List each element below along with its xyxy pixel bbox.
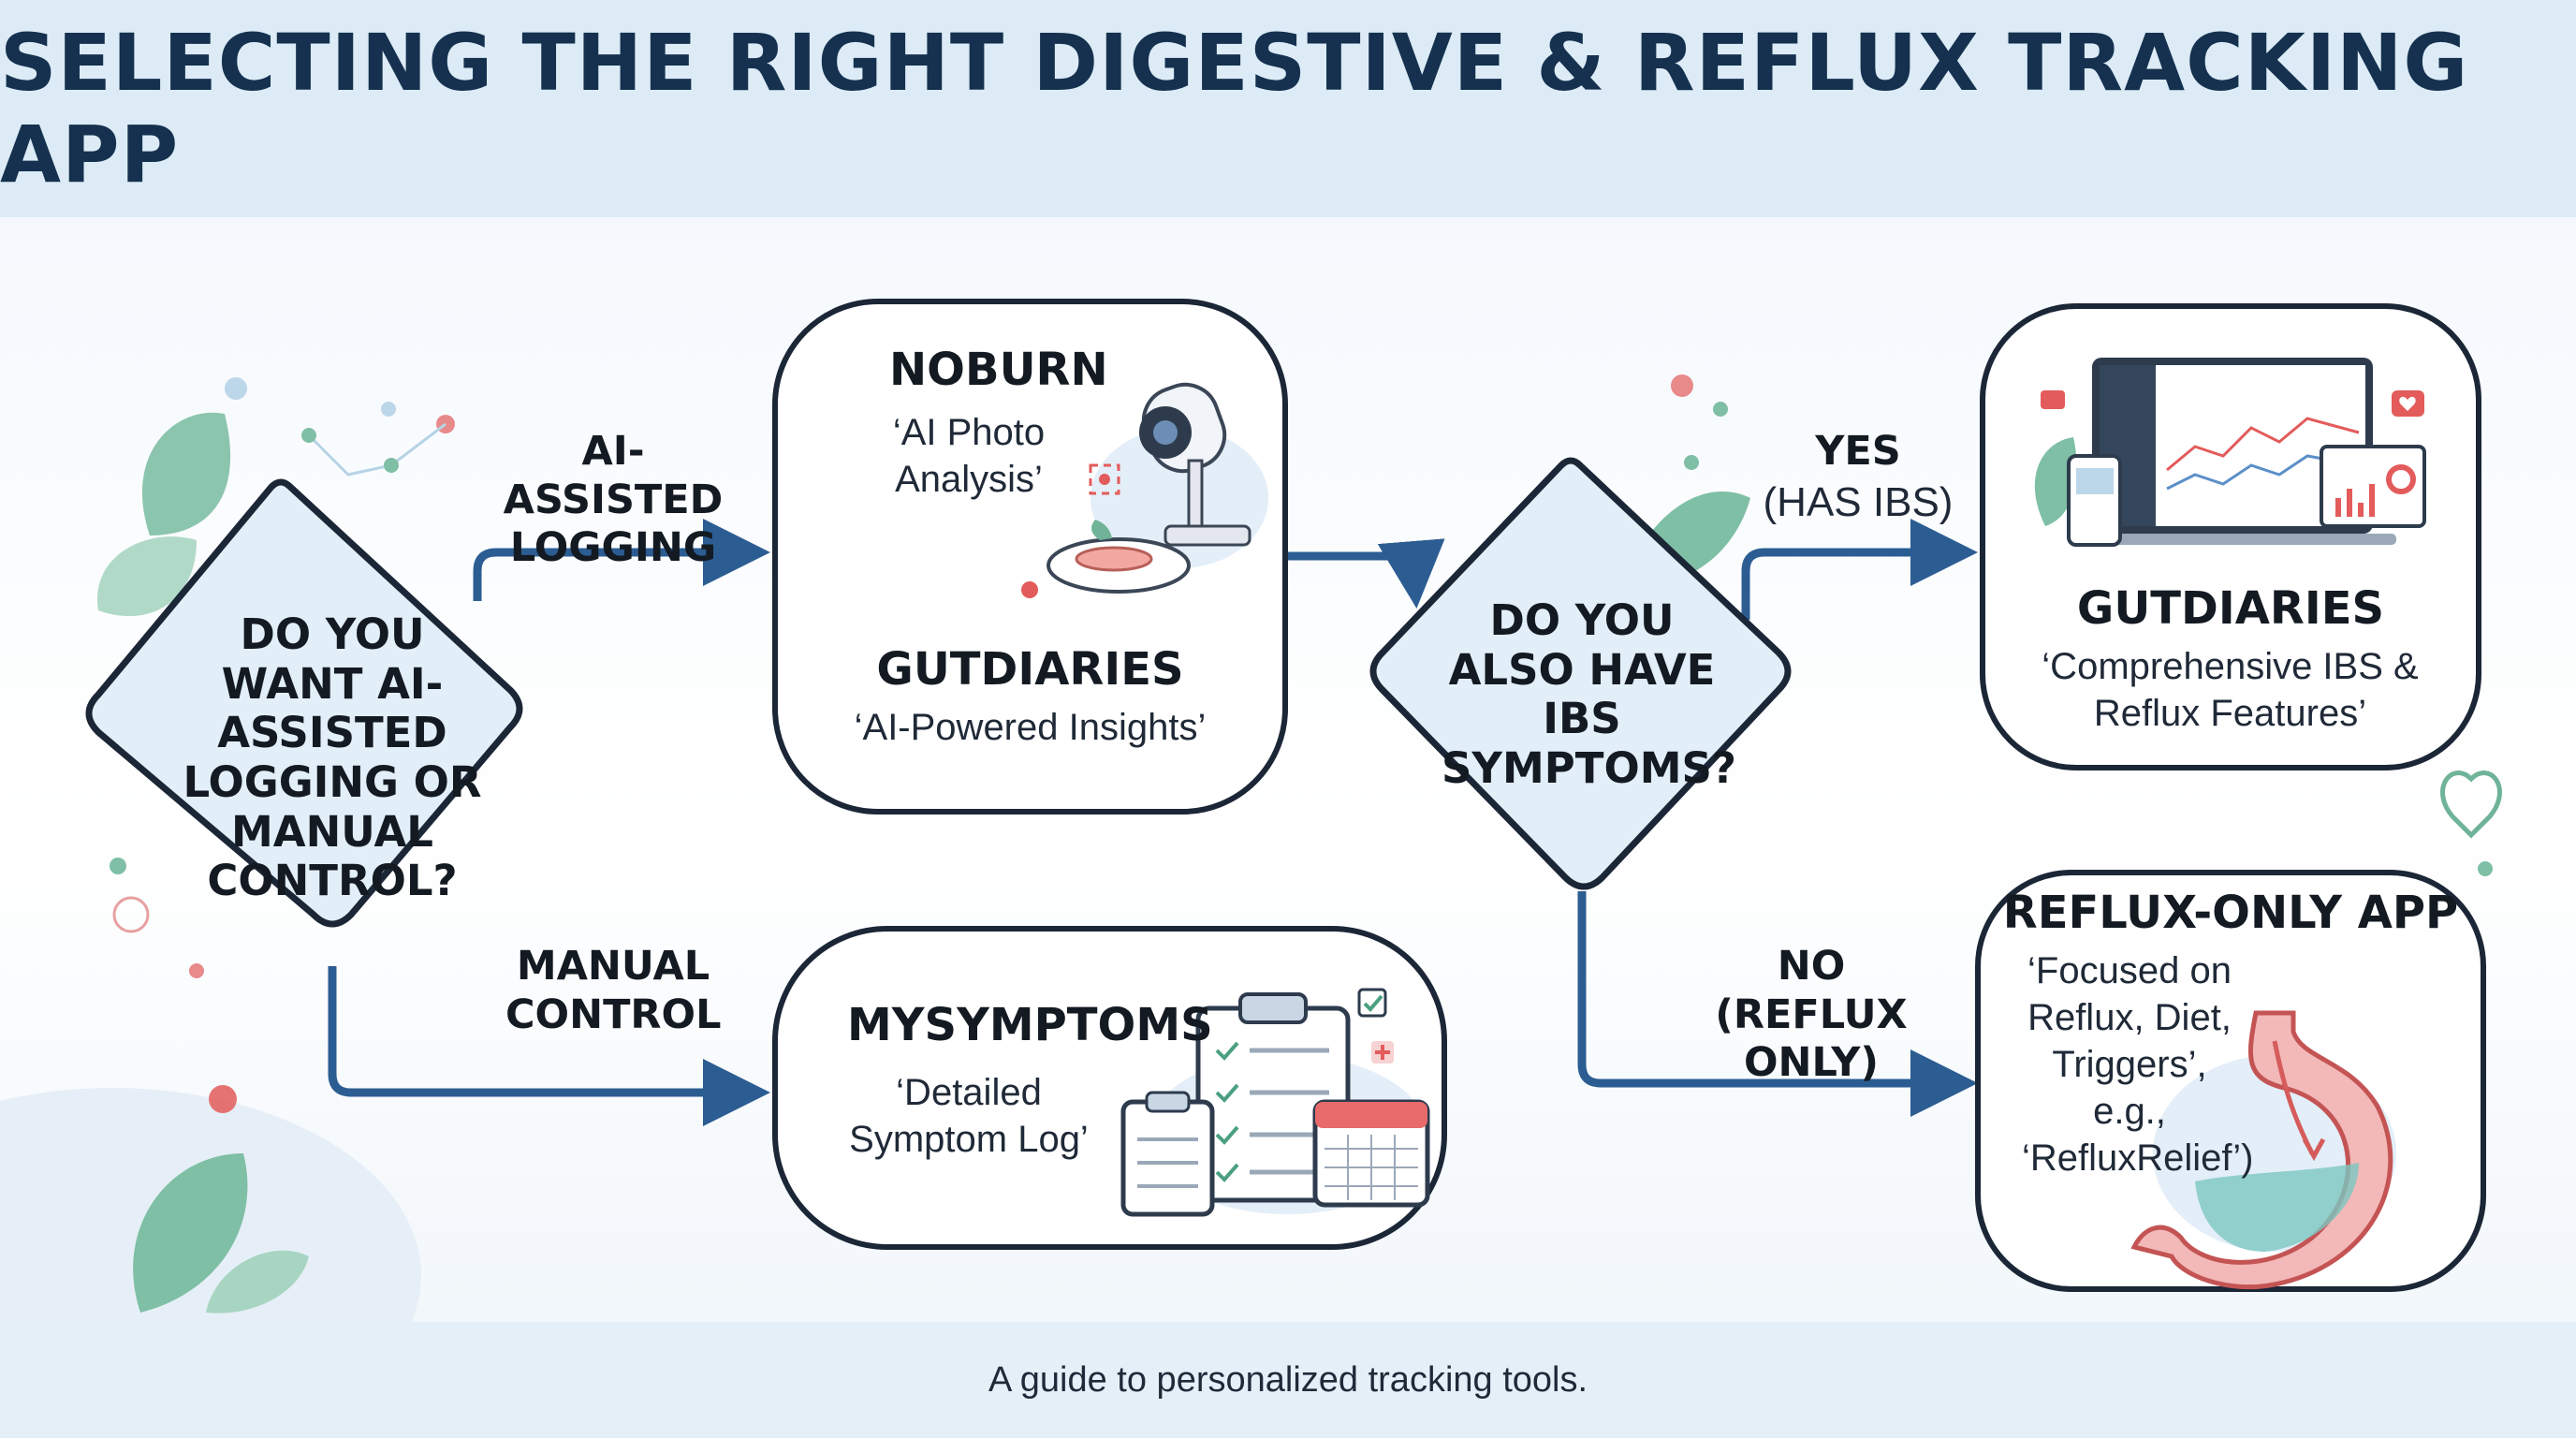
arrow-manual-control — [328, 966, 770, 1126]
flowchart-svg — [0, 299, 2502, 1322]
decision1-question: DO YOU WANT AI-ASSISTED LOGGING OR MANUA… — [183, 609, 482, 906]
leaf-decor-bottom-left — [0, 858, 421, 1322]
arrow-no — [1577, 891, 1978, 1117]
branch-no-label: NO (REFLUX ONLY) — [1715, 943, 1908, 1087]
app-reflux-only-desc: ‘Focused on Reflux, Diet, Triggers’, e.g… — [2022, 950, 2254, 1179]
page-title: SELECTING THE RIGHT DIGESTIVE & REFLUX T… — [0, 17, 2469, 200]
branch-yes-label: YES — [1815, 428, 1901, 475]
branch-ai-label: AI-ASSISTED LOGGING — [503, 428, 724, 572]
arrow-to-decision2 — [1287, 538, 1445, 609]
app-noburn-desc: ‘AI Photo Analysis’ — [892, 412, 1046, 500]
footer-bar: A guide to personalized tracking tools. — [0, 1322, 2576, 1438]
app-noburn-name: NOBURN — [889, 344, 1108, 396]
decision2-question: DO YOU ALSO HAVE IBS SYMPTOMS? — [1442, 595, 1736, 793]
dashboard-illustration — [2034, 358, 2426, 547]
footer-caption: A guide to personalized tracking tools. — [988, 1359, 1588, 1400]
branch-yes-sub-label: (HAS IBS) — [1763, 479, 1954, 525]
decision-diamond-2 — [1369, 457, 1792, 890]
app-gutdiaries-ai-desc: ‘AI-Powered Insights’ — [854, 707, 1207, 748]
branch-manual-label: MANUAL CONTROL — [505, 943, 722, 1038]
arrow-ai-assisted — [473, 519, 770, 601]
header-bar: SELECTING THE RIGHT DIGESTIVE & REFLUX T… — [0, 0, 2576, 217]
app-reflux-only-name: REFLUX-ONLY APP — [2002, 887, 2459, 939]
leaf-decor-top-left — [96, 377, 455, 617]
heart-decor-right — [2440, 770, 2502, 876]
app-mysymptoms-name: MYSYMPTOMS — [847, 999, 1213, 1051]
flowchart-canvas: DO YOU WANT AI-ASSISTED LOGGING OR MANUA… — [0, 217, 2576, 1322]
app-gutdiaries-ibs-name: GUTDIARIES — [2076, 582, 2385, 635]
app-mysymptoms-desc: ‘Detailed Symptom Log’ — [849, 1072, 1089, 1160]
camera-plate-illustration — [1021, 382, 1268, 598]
app-gutdiaries-ibs-desc: ‘Comprehensive IBS & Reflux Features’ — [2042, 646, 2419, 734]
stomach-illustration — [2130, 1010, 2396, 1290]
arrow-yes — [1741, 519, 1978, 620]
clipboard-calendar-illustration — [1120, 988, 1430, 1217]
app-gutdiaries-ai-name: GUTDIARIES — [876, 643, 1184, 696]
decision-diamond-1 — [85, 478, 523, 928]
